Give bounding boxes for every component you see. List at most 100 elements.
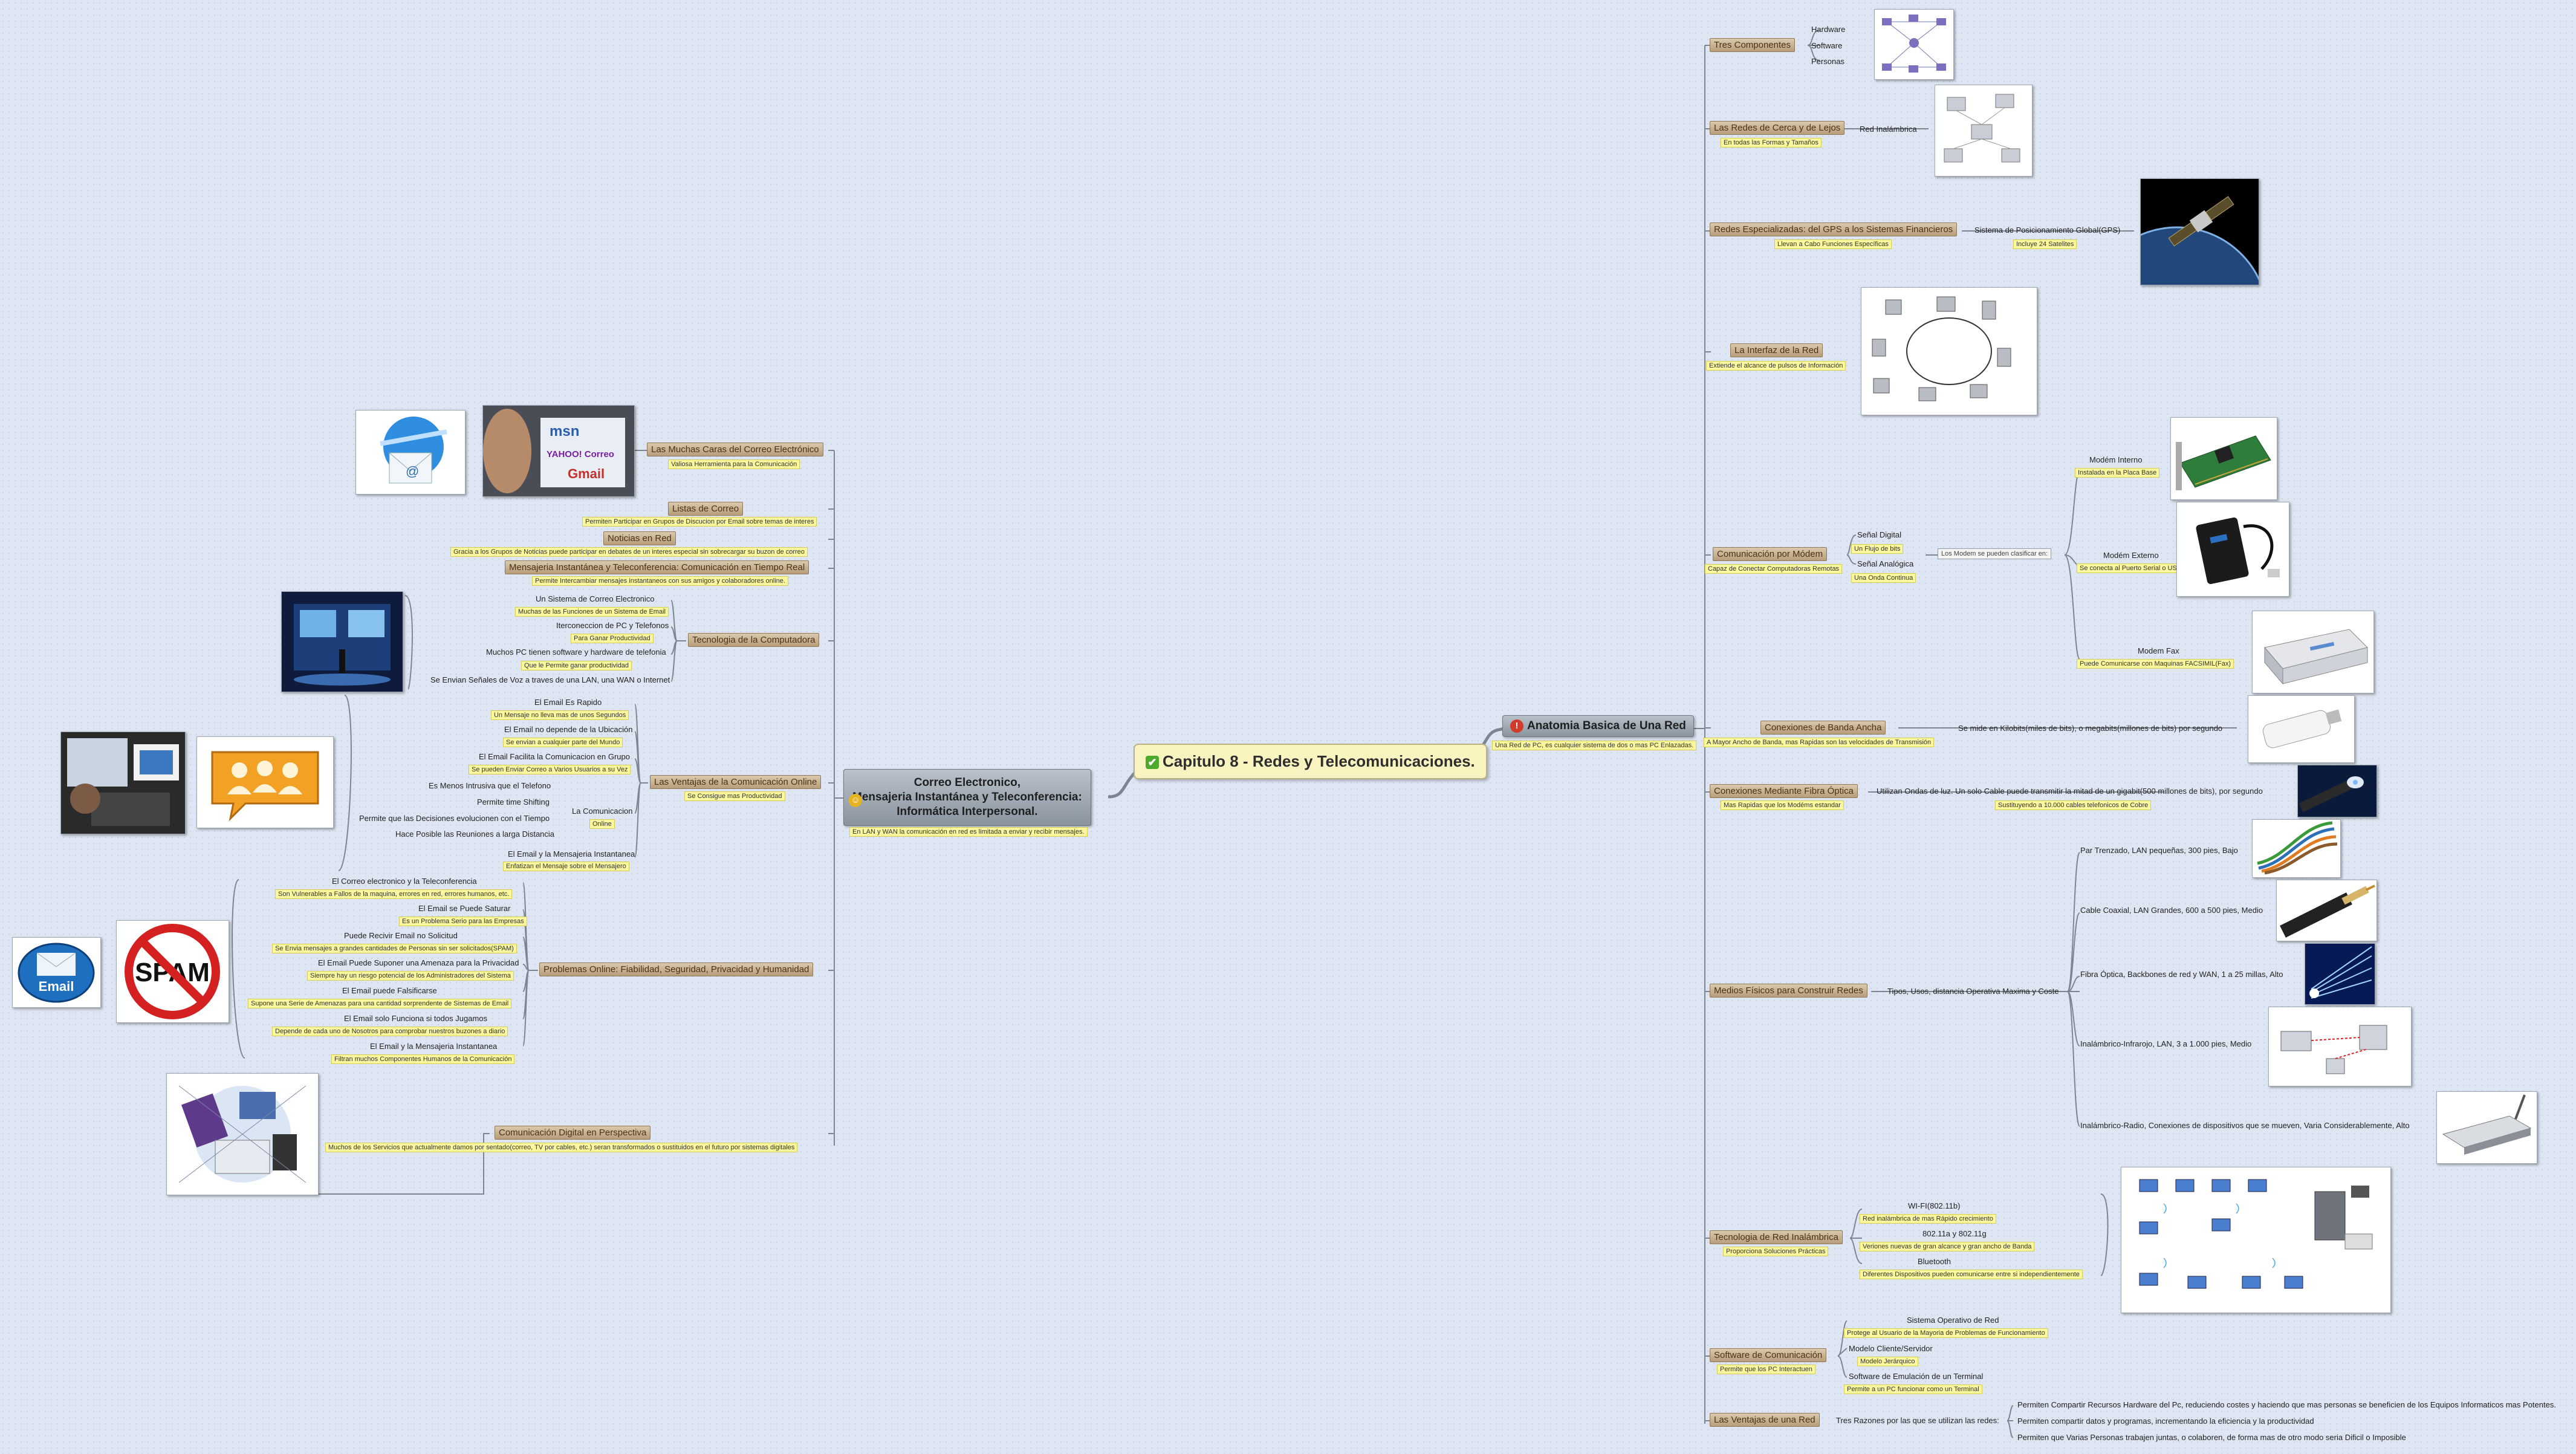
topic-ventajas-red[interactable]: Las Ventajas de una Red	[1710, 1413, 1820, 1427]
item-comunicacion-online: La Comunicacion	[572, 807, 633, 816]
mail-app-image: @	[355, 410, 466, 495]
item-modem-fax: Modem Fax	[2138, 646, 2179, 655]
central-topic[interactable]: ✔Capitulo 8 - Redes y Telecomunicaciones…	[1134, 744, 1487, 779]
topic-red-inalambrica[interactable]: Tecnologia de Red Inalámbrica	[1710, 1230, 1843, 1244]
topic-software-comunicacion[interactable]: Software de Comunicación	[1710, 1348, 1827, 1362]
item-telefonia: Muchos PC tienen software y hardware de …	[486, 647, 666, 657]
item-cliente-servidor: Modelo Cliente/Servidor	[1849, 1344, 1933, 1353]
svg-text:@: @	[406, 464, 419, 479]
note-spam: Se Envia mensajes a grandes cantidades d…	[272, 944, 517, 953]
topic-banda-ancha[interactable]: Conexiones de Banda Ancha	[1760, 721, 1886, 735]
note-sistema-correo: Muchas de las Funciones de un Sistema de…	[515, 607, 669, 617]
note-gps: Incluye 24 Satelites	[2013, 239, 2077, 249]
yahoo-logo: YAHOO! Correo	[547, 449, 614, 459]
item-sistema-correo: Un Sistema de Correo Electronico	[536, 594, 655, 603]
item-software: Software	[1811, 41, 1843, 50]
item-so-red: Sistema Operativo de Red	[1907, 1316, 1999, 1325]
topic-noticias-red[interactable]: Noticias en Red	[603, 531, 676, 545]
item-menos-intrusiva: Es Menos Intrusiva que el Telefono	[429, 781, 551, 790]
note-modem-externo: Se conecta al Puerto Serial o USB	[2077, 563, 2185, 573]
item-email-ubicacion: El Email no depende de la Ubicación	[504, 725, 633, 734]
topic-redes-cerca-lejos[interactable]: Las Redes de Cerca y de Lejos	[1710, 121, 1845, 135]
item-senales-voz: Se Envian Señales de Voz a traves de una…	[430, 675, 670, 684]
item-gps: Sistema de Posicionamiento Global(GPS)	[1974, 226, 2121, 235]
note-email-mensajeria: Enfatizan el Mensaje sobre el Mensajero	[503, 862, 629, 871]
alert-icon: !	[1510, 719, 1523, 733]
item-personas: Personas	[1811, 57, 1844, 66]
topic-problemas-online[interactable]: Problemas Online: Fiabilidad, Seguridad,…	[539, 962, 814, 976]
note-interfaz-red: Extiende el alcance de pulsos de Informa…	[1706, 361, 1846, 371]
item-senal-analogica: Señal Analógica	[1857, 559, 1914, 568]
item-par-trenzado: Par Trenzado, LAN pequeñas, 300 pies, Ba…	[2080, 846, 2238, 855]
twisted-pair-image	[2252, 819, 2341, 878]
note-anatomia: Una Red de PC, es cualquier sistema de d…	[1492, 741, 1697, 750]
topic-tecnologia-computadora[interactable]: Tecnologia de la Computadora	[688, 633, 820, 647]
note-80211ag: Veriones nuevas de gran alcance y gran a…	[1860, 1242, 2035, 1251]
topic-comunicacion-digital[interactable]: Comunicación Digital en Perspectiva	[495, 1126, 651, 1140]
item-tres-razones: Tres Razones por las que se utilizan las…	[1836, 1416, 1999, 1425]
topic-tres-componentes[interactable]: Tres Componentes	[1710, 38, 1796, 52]
note-modem-interno: Instalada en la Placa Base	[2075, 468, 2160, 478]
topic-fibra-optica[interactable]: Conexiones Mediante Fibra Óptica	[1710, 784, 1858, 798]
note-mensajeria: Permite Intercambiar mensajes instantane…	[532, 576, 788, 586]
note-correo: En LAN y WAN la comunicación en red es l…	[849, 827, 1088, 837]
note-wifi: Red inalámbrica de mas Rápido crecimient…	[1860, 1214, 1996, 1224]
topic-muchas-caras[interactable]: Las Muchas Caras del Correo Electrónico	[647, 443, 823, 456]
email-logo-text: Email	[39, 979, 74, 994]
smiley-icon: ☺	[849, 794, 862, 807]
internal-modem-image	[2170, 417, 2277, 500]
main-topic-correo[interactable]: ☺ Correo Electronico, Mensajeria Instant…	[843, 769, 1091, 826]
note-cliente-servidor: Modelo Jerárquico	[1857, 1357, 1918, 1366]
item-vulnerables: El Correo electronico y la Teleconferenc…	[332, 877, 477, 886]
note-comunicacion-digital: Muchos de los Servicios que actualmente …	[325, 1143, 798, 1152]
item-reuniones: Hace Posible las Reuniones a larga Dista…	[395, 829, 555, 839]
fax-modem-image	[2252, 611, 2374, 693]
item-tipos-usos: Tipos, Usos, distancia Operativa Maxima …	[1887, 987, 2059, 996]
fiber-cable-image	[2297, 765, 2377, 817]
note-comunicacion-grupo: Se pueden Enviar Correo a Varios Usuario…	[469, 765, 631, 774]
topic-redes-especializadas[interactable]: Redes Especializadas: del GPS a los Sist…	[1710, 222, 1958, 236]
note-modem-fax: Puede Comunicarse con Maquinas FACSIMIL(…	[2077, 659, 2234, 669]
check-icon: ✔	[1146, 756, 1159, 770]
network-diagram-image	[1874, 9, 1954, 80]
topic-medios-fisicos[interactable]: Medios Físicos para Construir Redes	[1710, 984, 1867, 998]
no-spam-image: SPAM	[116, 920, 229, 1023]
item-compartir-recursos: Permiten Compartir Recursos Hardware del…	[2017, 1400, 2556, 1409]
note-cables-cobre: Sustituyendo a 10.000 cables telefonicos…	[1995, 800, 2152, 810]
wireless-network-image	[1935, 85, 2033, 177]
note-email-ubicacion: Se envian a cualquier parte del Mundo	[503, 738, 623, 747]
external-modem-image	[2176, 502, 2289, 597]
topic-interfaz-red[interactable]: La Interfaz de la Red	[1730, 343, 1823, 357]
main-topic-anatomia[interactable]: !Anatomia Basica de Una Red	[1502, 715, 1694, 738]
item-modem-externo: Modém Externo	[2103, 551, 2159, 560]
item-no-solicitado: Puede Recivir Email no Solicitud	[344, 931, 458, 940]
note-privacidad: Siempre hay un riesgo potencial de los A…	[307, 971, 514, 981]
topic-mensajeria-instantanea[interactable]: Mensajeria Instantánea y Teleconferencia…	[505, 560, 809, 574]
item-componentes-humanos: El Email y la Mensajeria Instantanea	[370, 1042, 498, 1051]
item-modem-interno: Modém Interno	[2089, 455, 2143, 464]
note-ventajas-online: Se Consigue mas Productividad	[684, 791, 785, 801]
office-worker-image	[60, 732, 186, 834]
item-red-inalambrica: Red Inalámbrica	[1860, 125, 1917, 134]
note-bluetooth: Diferentes Dispositivos pueden comunicar…	[1860, 1270, 2083, 1279]
item-cable-coaxial: Cable Coaxial, LAN Grandes, 600 a 500 pi…	[2080, 906, 2263, 915]
topic-comunicacion-modem[interactable]: Comunicación por Módem	[1713, 547, 1828, 561]
note-componentes-humanos: Filtran muchos Componentes Humanos de la…	[331, 1054, 515, 1064]
note-falsificarse: Supone una Serie de Amenazas para una ca…	[248, 999, 512, 1008]
gmail-logo: Gmail	[568, 466, 605, 481]
item-senal-digital: Señal Digital	[1857, 530, 1901, 539]
note-telefonia: Que le Permite ganar productividad	[521, 661, 632, 670]
topic-listas-correo[interactable]: Listas de Correo	[668, 502, 744, 516]
item-trabajar-juntos: Permiten que Varias Personas trabajen ju…	[2017, 1433, 2406, 1442]
item-emulacion: Software de Emulación de un Terminal	[1849, 1372, 1984, 1381]
note-redes-cerca: En todas las Formas y Tamaños	[1721, 138, 1822, 148]
topic-ventajas-online[interactable]: Las Ventajas de la Comunicación Online	[650, 775, 822, 789]
note-fibra-optica: Mas Rapidas que los Modéms estandar	[1721, 800, 1844, 810]
item-ondas-luz: Utilizan Ondas de luz. Un solo Cable pue…	[1877, 787, 2263, 796]
item-todos-jugamos: El Email solo Funciona si todos Jugamos	[344, 1014, 488, 1023]
wireless-router-image	[2436, 1091, 2537, 1164]
item-bluetooth: Bluetooth	[1918, 1257, 1951, 1266]
note-vulnerables: Son Vulnerables a Fallos de la maquina, …	[275, 889, 513, 899]
note-so-red: Protege al Usuario de la Mayoria de Prob…	[1844, 1328, 2048, 1338]
